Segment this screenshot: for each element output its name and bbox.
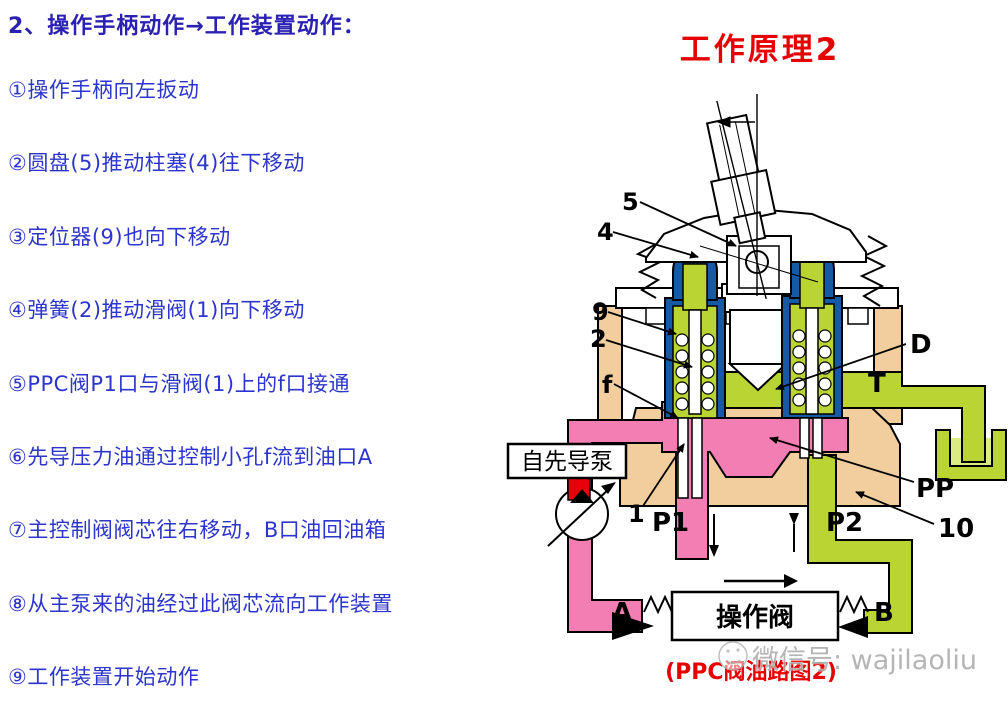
step-7: ⑦主控制阀阀芯往右移动，B口油回油箱 xyxy=(8,518,387,543)
label-p2: P2 xyxy=(826,508,863,538)
label-1: 1 xyxy=(628,500,645,528)
down-flow-arrow-icon xyxy=(709,545,719,557)
step-1: ①操作手柄向左扳动 xyxy=(8,78,200,102)
plunger-right xyxy=(799,261,825,309)
tilt-reference-lines xyxy=(716,94,767,300)
leader-lines xyxy=(605,201,935,525)
spring-zigzag-left-icon xyxy=(643,594,673,615)
up-flow-arrow-icon xyxy=(789,513,799,525)
spool-rods xyxy=(677,417,823,499)
pump-arrow-icon xyxy=(601,482,616,494)
left-piston-chamber xyxy=(664,248,726,419)
figure-title: 工作原理2 xyxy=(679,32,841,68)
pilot-pump: 自先导泵 xyxy=(506,442,628,547)
tilt-arrow-icon xyxy=(716,116,731,128)
stem-right xyxy=(805,307,819,415)
watermark-text: 微信号: wajilaoliu xyxy=(752,645,977,676)
bellows-springs xyxy=(635,235,889,307)
label-d: D xyxy=(910,330,932,360)
label-t: T xyxy=(868,369,886,399)
step-6: ⑥先导压力油通过控制小孔f流到油口A xyxy=(8,444,373,469)
step-list: ①操作手柄向左扳动 ②圆盘(5)推动柱塞(4)往下移动 ③定位器(9)也向下移动… xyxy=(8,74,508,707)
flow-arrow-b-icon xyxy=(838,616,868,638)
label-f: f xyxy=(602,371,613,399)
label-pp: PP xyxy=(916,474,954,504)
valve-box-label: 操作阀 xyxy=(716,603,794,633)
oil-tank xyxy=(935,429,1007,481)
label-4: 4 xyxy=(597,218,614,246)
spring-zigzag-right-icon xyxy=(839,594,869,615)
pump-label-box xyxy=(506,442,628,480)
drain-channel-d xyxy=(667,371,986,463)
operating-valve: 操作阀 xyxy=(612,513,869,642)
label-9: 9 xyxy=(592,298,609,326)
step-8: ⑧从主泵来的油经过此阀芯流向工作装置 xyxy=(8,591,393,616)
step-3: ③定位器(9)也向下移动 xyxy=(8,224,231,249)
step-9: ⑨工作装置开始动作 xyxy=(8,665,200,690)
pump-label: 自先导泵 xyxy=(521,449,613,475)
flow-arrow-a-icon xyxy=(612,612,654,640)
slide-heading: 2、操作手柄动作→工作装置动作： xyxy=(8,14,366,39)
plunger-left xyxy=(682,263,708,311)
watermark: 微信号: wajilaoliu xyxy=(718,641,977,676)
step-4: ④弹簧(2)推动滑阀(1)向下移动 xyxy=(8,298,305,323)
figure-caption: (PPC阀油路图2) xyxy=(665,659,837,685)
label-10: 10 xyxy=(938,514,974,544)
valve-box xyxy=(670,590,840,642)
part-labels: 5 4 9 2 f 1 P1 P2 D T PP 10 A B xyxy=(590,188,974,628)
step-2: ②圆盘(5)推动柱塞(4)往下移动 xyxy=(8,151,305,176)
label-2: 2 xyxy=(590,325,607,353)
flow-triangle-icon xyxy=(570,489,594,503)
label-p1: P1 xyxy=(652,508,689,538)
stem-left xyxy=(688,309,702,415)
label-a: A xyxy=(612,598,632,628)
label-5: 5 xyxy=(622,188,639,216)
spool-shift-arrow-icon xyxy=(784,574,798,588)
step-5: ⑤PPC阀P1口与滑阀(1)上的f口接通 xyxy=(8,371,350,396)
label-b: B xyxy=(874,598,894,628)
watermark-face-icon xyxy=(718,641,748,671)
